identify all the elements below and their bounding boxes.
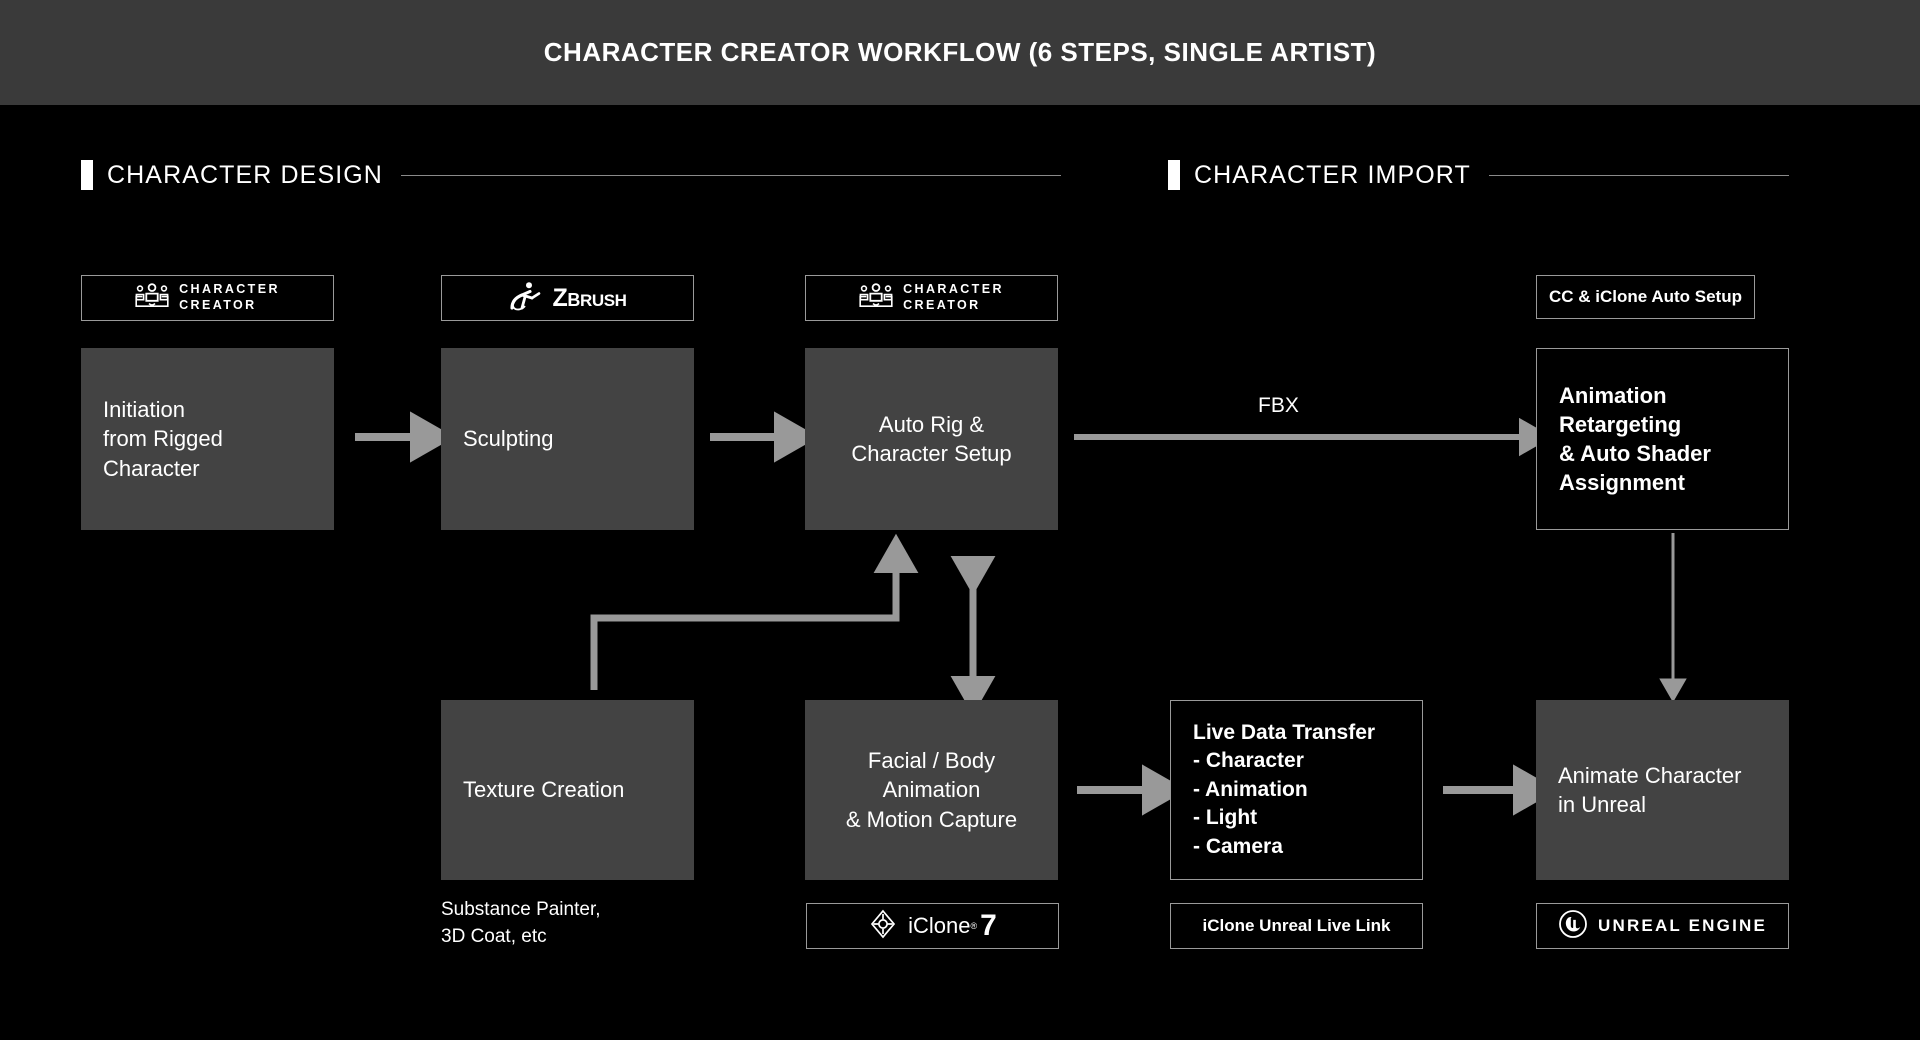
badge-cc-iclone-auto-setup[interactable]: CC & iClone Auto Setup <box>1536 275 1755 319</box>
box-label: Animate Character in Unreal <box>1558 762 1742 817</box>
box-label: Sculpting <box>463 426 554 452</box>
badge-label: UNREAL ENGINE <box>1597 916 1768 935</box>
badge-label: iClone®7 <box>908 909 997 942</box>
box-label: Initiation from Rigged Character <box>103 397 223 481</box>
process-box-animate-character-unreal[interactable]: Animate Character in Unreal <box>1536 700 1789 880</box>
box-label: Live Data Transfer - Character - Animati… <box>1193 720 1376 858</box>
process-box-auto-rig[interactable]: Auto Rig & Character Setup <box>805 348 1058 530</box>
box-label: Texture Creation <box>463 777 625 803</box>
zbrush-icon <box>508 281 542 316</box>
box-label: Animation Retargeting & Auto Shader Assi… <box>1559 382 1711 496</box>
process-box-initiation[interactable]: Initiation from Rigged Character <box>81 348 334 530</box>
box-label: Auto Rig & Character Setup <box>851 411 1012 466</box>
page-title: CHARACTER CREATOR WORKFLOW (6 STEPS, SIN… <box>543 37 1377 67</box>
iclone-icon <box>868 909 898 944</box>
character-creator-icon <box>859 282 893 314</box>
caption-texture-tools: Substance Painter, 3D Coat, etc <box>441 899 601 947</box>
badge-label: iClone Unreal Live Link <box>1202 916 1391 935</box>
badge-iclone-unreal-live-link[interactable]: iClone Unreal Live Link <box>1170 903 1423 949</box>
arrow-label-fbx: FBX <box>1258 394 1299 417</box>
box-label: Facial / Body Animation & Motion Capture <box>845 748 1018 832</box>
process-box-texture-creation[interactable]: Texture Creation <box>441 700 694 880</box>
badge-unreal-engine[interactable]: UNREAL ENGINE <box>1536 903 1789 949</box>
section-marker-icon <box>81 160 93 190</box>
section-header-character-import: CHARACTER IMPORT <box>1168 160 1888 190</box>
process-box-sculpting[interactable]: Sculpting <box>441 348 694 530</box>
section-rule <box>1488 174 1789 176</box>
section-rule <box>400 174 1061 176</box>
character-creator-icon <box>135 282 169 314</box>
section-header-character-design: CHARACTER DESIGN <box>81 160 1066 190</box>
process-box-animation-retargeting[interactable]: Animation Retargeting & Auto Shader Assi… <box>1536 348 1789 530</box>
process-box-live-data-transfer[interactable]: Live Data Transfer - Character - Animati… <box>1170 700 1423 880</box>
unreal-engine-icon <box>1558 909 1588 944</box>
badge-label: CC & iClone Auto Setup <box>1549 287 1742 306</box>
section-marker-icon <box>1168 160 1180 190</box>
section-label: CHARACTER IMPORT <box>1194 160 1471 189</box>
connector-texture-to-autorig <box>590 533 919 690</box>
section-label: CHARACTER DESIGN <box>107 160 383 189</box>
title-bar: CHARACTER CREATOR WORKFLOW (6 STEPS, SIN… <box>0 0 1920 105</box>
badge-iclone-7[interactable]: iClone®7 <box>806 903 1059 949</box>
process-box-facial-body-animation[interactable]: Facial / Body Animation & Motion Capture <box>805 700 1058 880</box>
